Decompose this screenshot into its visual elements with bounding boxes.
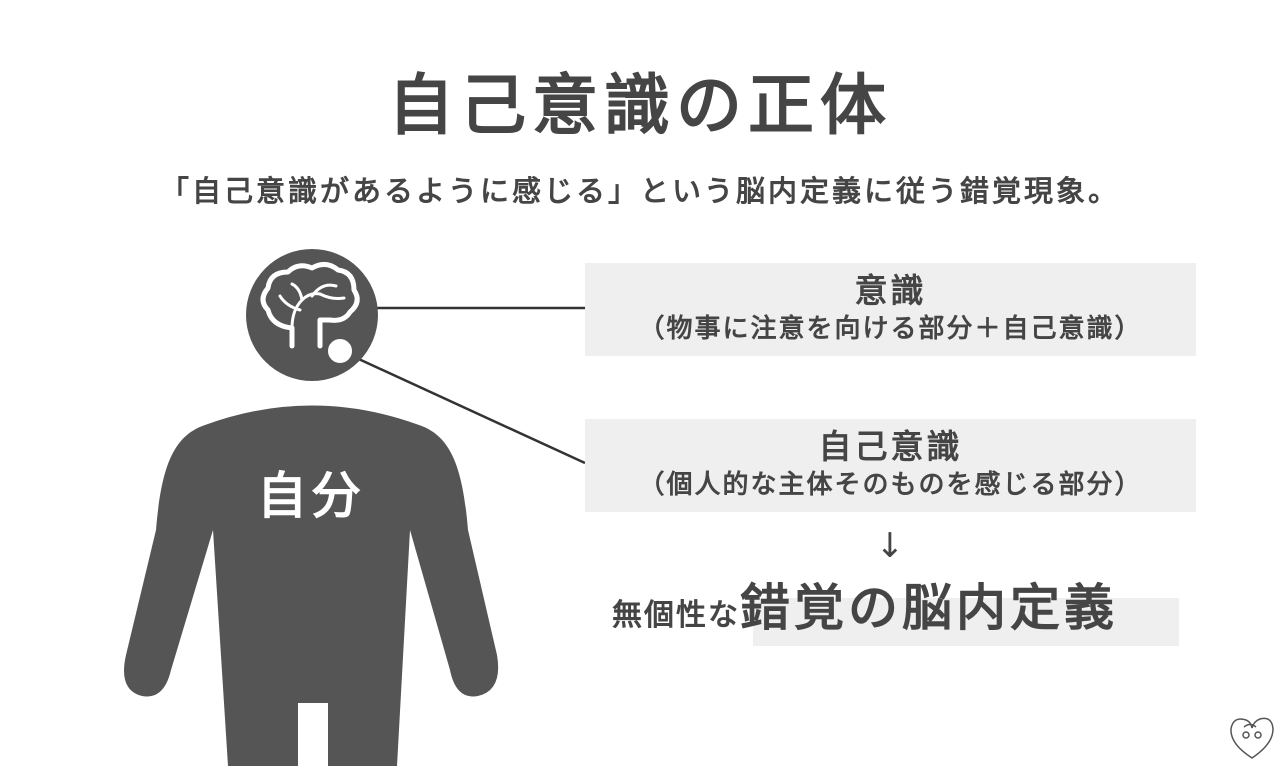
conclusion-prefix: 無個性な <box>612 598 740 633</box>
heart-face-icon <box>1230 717 1274 759</box>
person-body <box>124 405 499 766</box>
down-arrow-icon: ↓ <box>875 526 905 566</box>
callout-title: 自己意識 <box>818 427 963 466</box>
callout-description: （個人的な主体そのものを感じる部分） <box>638 470 1143 500</box>
connector-line-self-consciousness <box>349 353 586 465</box>
self-consciousness-dot <box>326 337 354 365</box>
brain-icon <box>260 262 360 349</box>
callout-description: （物事に注意を向ける部分＋自己意識） <box>638 314 1143 344</box>
leg-gap <box>298 703 328 766</box>
page-title: 自己意識の正体 <box>388 67 892 144</box>
page-subtitle: 「自己意識があるように感じる」という脳内定義に従う錯覚現象。 <box>159 174 1120 208</box>
conclusion: 無個性な錯覚の脳内定義 <box>612 568 1118 640</box>
callout-consciousness: 意識 （物事に注意を向ける部分＋自己意識） <box>585 263 1196 356</box>
callout-self-consciousness: 自己意識 （個人的な主体そのものを感じる部分） <box>585 419 1196 512</box>
callout-title: 意識 <box>854 271 927 310</box>
conclusion-highlight <box>753 598 1179 646</box>
body-label: 自分 <box>257 467 365 525</box>
conclusion-emphasis: 錯覚の脳内定義 <box>740 579 1118 637</box>
